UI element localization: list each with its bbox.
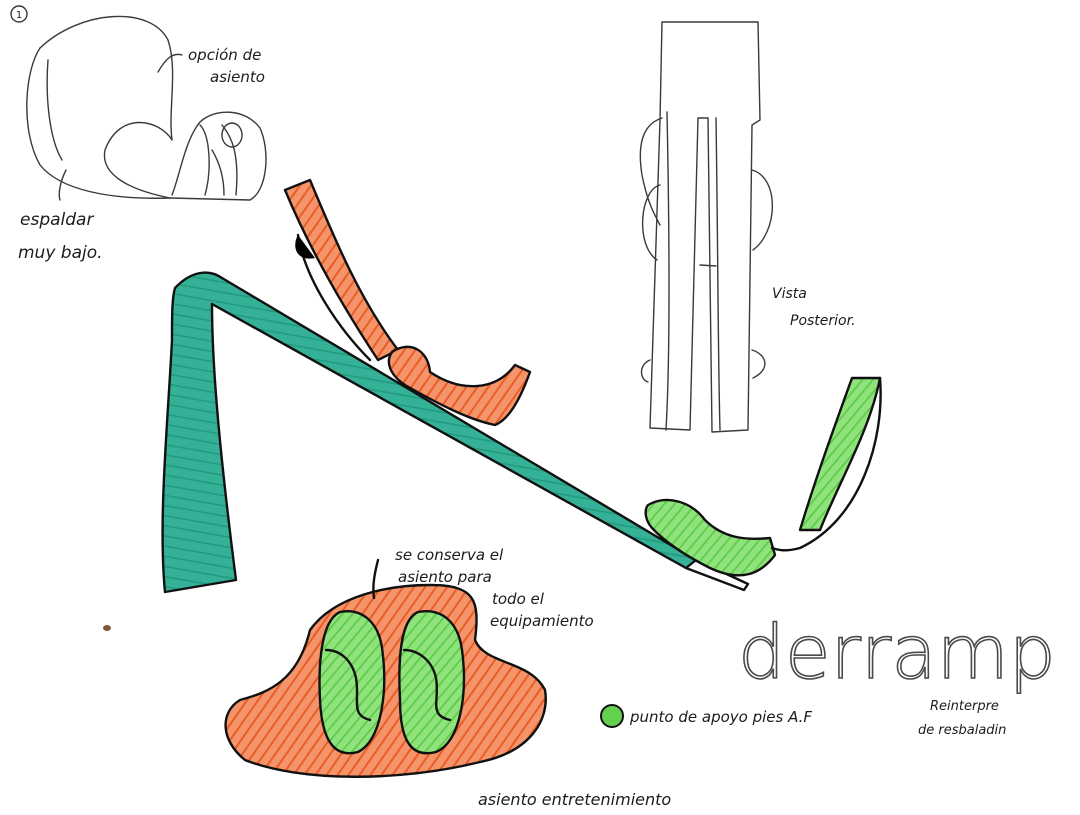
rear-view-label-1: Vista (772, 286, 807, 302)
seat-option-label-2: asiento (210, 68, 265, 86)
green-figure-leg (646, 378, 881, 575)
legend-label: punto de apoyo pies A.F (629, 708, 812, 726)
seat-caption: asiento entretenimiento (478, 790, 671, 809)
brand-sub-label-1: Reinterpre (930, 699, 999, 714)
backrest-label-2: muy bajo. (18, 243, 103, 263)
seat-note-label-1: se conserva el (395, 546, 504, 564)
sketch-number-badge: 1 (11, 6, 27, 22)
brand-sub-label-2: de resbaladin (918, 723, 1006, 738)
backrest-label-1: espaldar (20, 210, 94, 230)
sketch-number: 1 (16, 10, 22, 21)
stray-mark (103, 625, 111, 631)
slide-ramp (163, 273, 748, 592)
seat-option-label-1: opción de (188, 46, 261, 64)
legend-green-dot (601, 705, 623, 727)
seat-note-label-4: equipamiento (490, 612, 594, 630)
seat-note-label-2: asiento para (398, 568, 492, 586)
brand-logo: derramp (738, 610, 1056, 696)
rear-view-label-2: Posterior. (790, 313, 856, 329)
rear-view-sketch (640, 22, 772, 432)
seat-note-label-3: todo el (492, 590, 545, 608)
seat-option-sketch (27, 16, 266, 200)
